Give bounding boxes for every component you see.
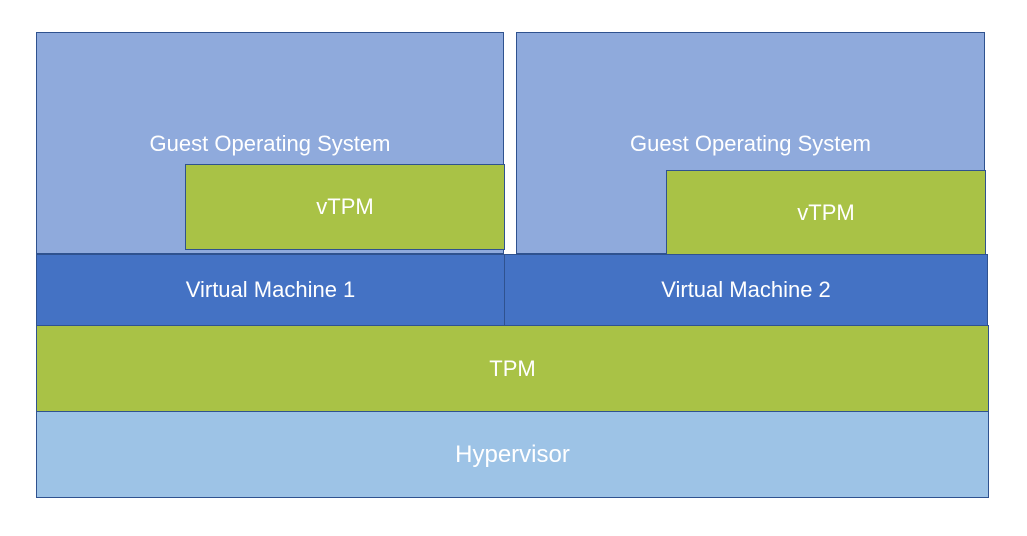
virtual-machine-1-label: Virtual Machine 1 [185, 277, 356, 302]
hypervisor-label: Hypervisor [455, 440, 570, 468]
vtpm-1-label: vTPM [316, 194, 374, 219]
vtpm-2-block: vTPM [666, 170, 986, 256]
vtpm-2-label: vTPM [797, 200, 855, 225]
tpm-label: TPM [489, 355, 536, 381]
virtual-machine-2-block: Virtual Machine 2 [504, 254, 988, 326]
tpm-block: TPM [36, 325, 989, 412]
vtpm-1-block: vTPM [185, 164, 505, 250]
guest-os-2-label: Guest Operating System [630, 131, 871, 156]
virtual-machine-1-block: Virtual Machine 1 [36, 254, 505, 326]
guest-os-1-label: Guest Operating System [149, 131, 391, 156]
virtual-machine-2-label: Virtual Machine 2 [661, 277, 831, 302]
hypervisor-block: Hypervisor [36, 411, 989, 498]
